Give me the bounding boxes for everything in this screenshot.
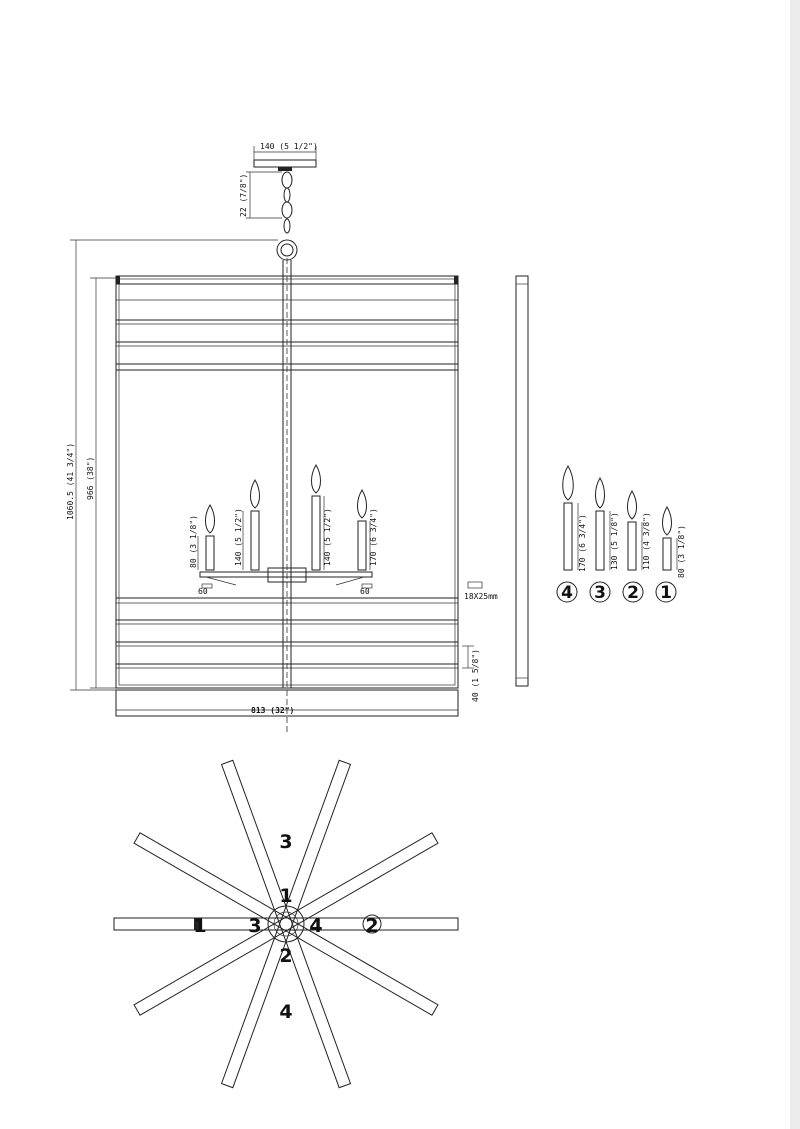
frame-side-view (515, 275, 529, 687)
bar-height-dimension: 40 (1 5/8") (462, 645, 480, 702)
frame-elevation (115, 258, 459, 735)
candle-2-label: 110 (4 3/8") (642, 512, 651, 570)
plan-label-inner-4: 4 (309, 915, 322, 937)
bar-height-label: 40 (1 5/8") (471, 649, 480, 702)
candle-arms: 60 60 (198, 567, 373, 596)
plan-label-inner-3: 3 (248, 915, 261, 937)
overall-height-label: 1060.5 (41 3/4") (66, 443, 75, 520)
elev-candle-3-label: 140 (5 1/2") (323, 508, 332, 566)
overall-height-dimension: 1060.5 (41 3/4") (66, 239, 278, 691)
bar-section-callout: 18X25mm (464, 581, 498, 601)
candle-1-number: 1 (660, 583, 672, 603)
candle-detail-4: 170 (6 3/4") 4 (556, 465, 587, 603)
elevation-candle-2: 140 (5 1/2") (234, 479, 260, 571)
plan-label-bottom-4: 4 (279, 1001, 292, 1023)
plan-label-top-3: 3 (279, 831, 292, 853)
candle-detail-1: 80 (3 1/8") 1 (655, 506, 686, 603)
plan-label-inner-2: 2 (279, 945, 292, 967)
canopy-dimension: 140 (5 1/2") (253, 142, 318, 160)
chain (276, 171, 298, 261)
plan-view: 3 1 1 3 4 2 2 4 (113, 759, 459, 1089)
frame-height-label: 966 (38") (86, 457, 95, 500)
chain-link-label: 22 (7/8") (239, 174, 248, 217)
frame-width-label: 813 (32") (251, 706, 294, 715)
elevation-candle-3: 140 (5 1/2") (311, 464, 332, 571)
candle-3-label: 130 (5 1/8") (610, 512, 619, 570)
candle-detail-3: 130 (5 1/8") 3 (589, 477, 619, 603)
frame-width-dimension: 813 (32") (115, 689, 459, 717)
candle-1-label: 80 (3 1/8") (677, 525, 686, 578)
arm-right-label: 60 (360, 587, 370, 596)
candle-2-number: 2 (627, 583, 639, 603)
candle-detail-2: 110 (4 3/8") 2 (622, 490, 651, 603)
candle-4-number: 4 (561, 583, 573, 603)
elevation-candle-4: 170 (6 3/4") (357, 489, 378, 571)
arm-left-label: 60 (198, 587, 208, 596)
elev-candle-2-label: 140 (5 1/2") (234, 508, 243, 566)
plan-label-inner-1: 1 (279, 885, 292, 907)
elev-candle-1-label: 80 (3 1/8") (189, 515, 198, 568)
frame-height-dimension: 966 (38") (86, 277, 118, 689)
candle-4-label: 170 (6 3/4") (578, 514, 587, 572)
candle-3-number: 3 (594, 583, 606, 603)
canopy (253, 159, 317, 171)
bar-section-label: 18X25mm (464, 592, 498, 601)
plan-label-left-1: 1 (193, 915, 206, 937)
chain-dimension: 22 (7/8") (239, 171, 282, 219)
canopy-width-label: 140 (5 1/2") (260, 142, 318, 151)
elevation-candle-1: 80 (3 1/8") (189, 504, 215, 571)
elev-candle-4-label: 170 (6 3/4") (369, 508, 378, 566)
plan-label-right-2: 2 (365, 915, 378, 937)
